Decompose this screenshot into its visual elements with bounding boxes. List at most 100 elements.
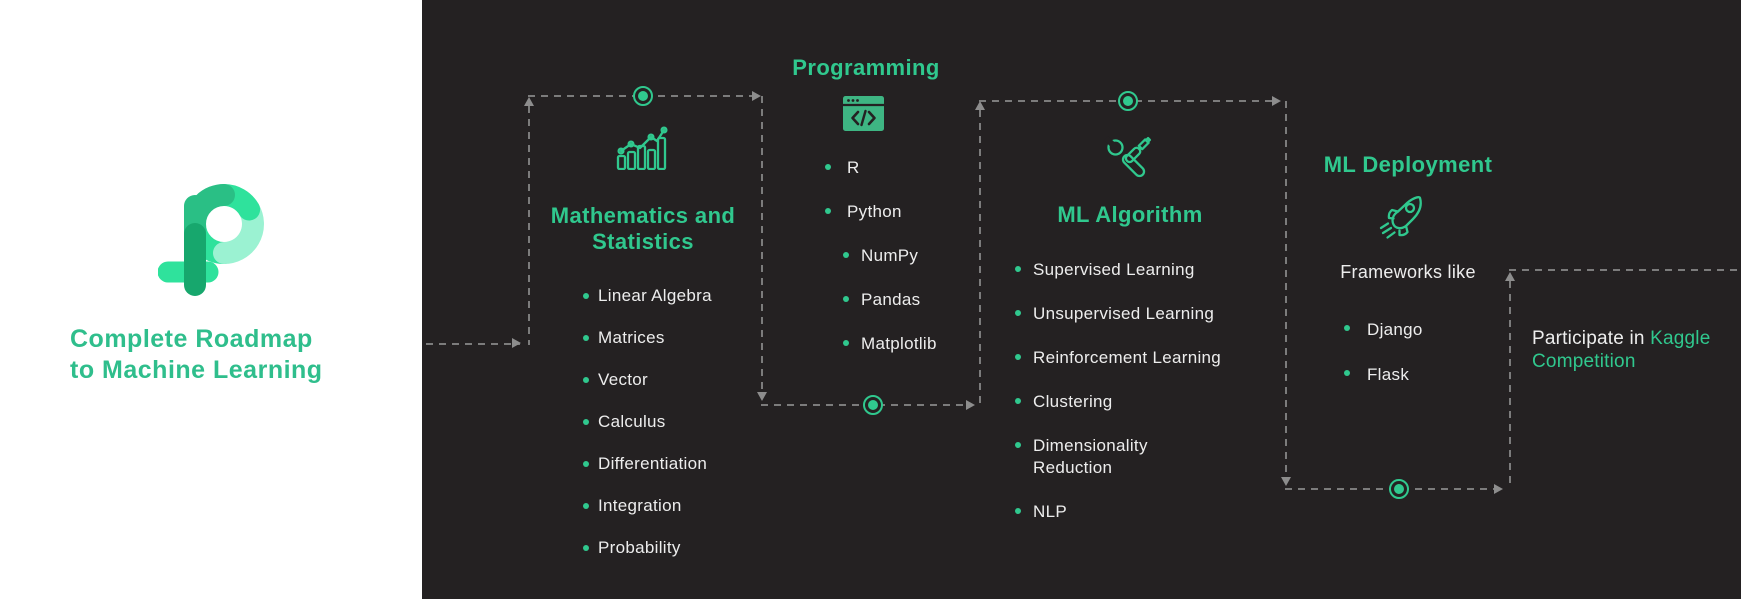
list-item: Vector [493,359,793,401]
bullet-icon [583,545,589,551]
list-item: Flask [1298,352,1518,397]
list-item-label: Matplotlib [861,334,937,353]
path-node-math [633,86,653,106]
connector-algorithm-left-line [979,110,981,406]
list-item: Calculus [493,401,793,443]
list-item-label: Matrices [598,328,665,347]
list-item: R [741,146,991,190]
brand-panel: Complete Roadmap to Machine Learning [0,0,422,599]
section-title-deployment: ML Deployment [1323,152,1493,177]
section-title-programming: Programming [792,55,940,80]
list-item: Matplotlib [741,322,991,366]
list-item: Dimensionality Reduction [990,424,1225,490]
section-title-math-line2: Statistics [592,229,694,254]
list-item: NumPy [741,234,991,278]
list-item-label: Probability [598,538,681,557]
bullet-icon [825,208,831,214]
tools-icon [1104,136,1152,178]
rocket-icon [1379,196,1422,239]
section-title-algorithm: ML Algorithm [1057,202,1203,227]
list-item: Probability [493,527,793,569]
deployment-subtitle: Frameworks like [1340,262,1476,282]
arrow-right-icon [1494,484,1503,494]
list-item-label: Calculus [598,412,666,431]
list-item: Matrices [493,317,793,359]
list-item-label: NLP [1033,502,1067,521]
bullet-icon [1015,442,1021,448]
list-item: Reinforcement Learning [990,336,1225,380]
final-step-text-white: Participate in [1532,328,1651,349]
list-item: Unsupervised Learning [990,292,1225,336]
list-item-label: NumPy [861,246,919,265]
path-node-programming [863,395,883,415]
list-item: Django [1298,307,1518,352]
list-item: Python [741,190,991,234]
list-item-label: Flask [1367,364,1410,384]
connector-kaggle-left-line [1509,281,1511,489]
list-item: Pandas [741,278,991,322]
brand-title-line2: to Machine Learning [70,356,323,384]
arrow-up-icon [524,97,534,106]
arrow-right-icon [1272,96,1281,106]
bullet-icon [583,377,589,383]
bullet-icon [583,419,589,425]
list-item: Supervised Learning [990,248,1225,292]
p-logo-icon [158,184,264,296]
list-item: Clustering [990,380,1225,424]
list-item: Differentiation [493,443,793,485]
list-item: Linear Algebra [493,275,793,317]
list-item-label: Pandas [861,290,921,309]
arrow-right-icon [512,338,521,348]
connector-entry-line [426,343,520,345]
arrow-down-icon [757,392,767,401]
algorithm-topic-list: Supervised Learning Unsupervised Learnin… [990,248,1270,534]
math-topic-list: Linear Algebra Matrices Vector Calculus … [493,275,793,569]
bullet-icon [1015,266,1021,272]
list-item-label: Supervised Learning [1033,260,1195,279]
section-title-math: Mathematics and Statistics [493,203,793,255]
bullet-icon [583,461,589,467]
bullet-icon [1015,508,1021,514]
list-item: NLP [990,490,1225,534]
final-step-text-green: Kaggle Competition [1532,328,1711,372]
brand-title-line1: Complete Roadmap [70,325,313,353]
list-item: Integration [493,485,793,527]
final-step-text: Participate in Kaggle Competition [1532,327,1741,373]
path-node-algorithm [1118,91,1138,111]
arrow-down-icon [1281,477,1291,486]
list-item-label: Integration [598,496,682,515]
bullet-icon [1015,398,1021,404]
list-item-label: Django [1367,319,1423,339]
path-node-deployment [1389,479,1409,499]
list-item-label: Vector [598,370,648,389]
list-item-label: Linear Algebra [598,286,712,305]
section-title-math-line1: Mathematics and [550,203,736,228]
connector-exit-line [1509,269,1741,271]
arrow-right-icon [752,91,761,101]
bullet-icon [1015,310,1021,316]
bullet-icon [825,164,831,170]
bullet-icon [583,293,589,299]
bullet-icon [1344,370,1350,376]
bullet-icon [843,296,849,302]
list-item-label: Unsupervised Learning [1033,304,1215,323]
connector-deployment-left-line [1285,101,1287,477]
bullet-icon [583,503,589,509]
connector-math-left-line [528,106,530,345]
arrow-right-icon [966,400,975,410]
bullet-icon [843,340,849,346]
bullet-icon [583,335,589,341]
list-item-label: Dimensionality Reduction [1033,436,1148,477]
connector-programming-left-line [761,96,763,392]
list-item-label: Reinforcement Learning [1033,348,1222,367]
bullet-icon [1344,325,1350,331]
bar-chart-icon [616,126,668,170]
deployment-topic-list: Django Flask [1298,307,1518,397]
code-window-icon [843,96,884,131]
arrow-up-icon [1505,272,1515,281]
brand-title: Complete Roadmap to Machine Learning [70,324,400,386]
list-item-label: Differentiation [598,454,708,473]
programming-topic-list: R Python NumPy Pandas Matplotlib [741,146,991,366]
list-item-label: Clustering [1033,392,1113,411]
